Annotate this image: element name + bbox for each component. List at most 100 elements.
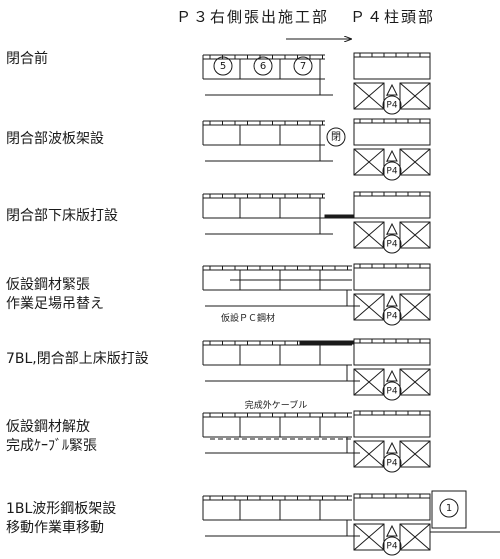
circle-outline (253, 56, 273, 76)
brace (353, 82, 385, 110)
form-traveller-right (399, 221, 431, 249)
closure-bottom-slab (324, 214, 354, 219)
form-traveller-left (353, 221, 385, 249)
bearing-triangle (386, 83, 398, 96)
work-platform (319, 218, 333, 235)
circle-outline (326, 127, 346, 147)
step-diagram-1: P4 5 6 7 (202, 52, 431, 115)
pier-p4-label: P4 (382, 95, 402, 115)
bearing-triangle (386, 441, 398, 454)
form-traveller-right (399, 148, 431, 176)
circle-label: P4 (386, 167, 397, 177)
circle-outline (382, 234, 402, 254)
bearing-triangle (386, 294, 398, 307)
pier-head-girder (353, 118, 431, 146)
bearing-triangle (386, 222, 398, 235)
brace (399, 523, 431, 551)
brace (399, 148, 431, 176)
form-traveller-left (353, 293, 385, 321)
form-traveller-left (353, 368, 385, 396)
brace (399, 368, 431, 396)
circle-outline (213, 56, 233, 76)
circle-outline (293, 56, 313, 76)
form-traveller-right (399, 368, 431, 396)
circle-label: P4 (386, 387, 397, 397)
header-p4-pier-head: Ｐ４柱頭部 (350, 8, 436, 26)
step-diagram-2: P4 閉 (202, 118, 431, 181)
step-label-4: 仮設鋼材緊張 作業足場吊替え (6, 277, 104, 312)
segment-number-6: 6 (253, 56, 273, 76)
external-cable-note: 完成外ケーブル (245, 399, 307, 411)
circle-outline (382, 381, 402, 401)
pier-p4-label: P4 (382, 306, 402, 326)
circle-label: P4 (386, 101, 397, 111)
bearing-triangle (386, 524, 398, 537)
segment-number-1: 1 (439, 498, 459, 518)
circle-outline (382, 536, 402, 556)
form-traveller-right (399, 293, 431, 321)
brace (353, 221, 385, 249)
brace (353, 368, 385, 396)
circle-label: 閉 (331, 131, 341, 143)
work-platform (319, 145, 333, 162)
circle-label: P4 (386, 312, 397, 322)
circle-label: P4 (386, 240, 397, 250)
step-diagram-4: P4 仮設ＰＣ鋼材 (202, 263, 431, 326)
work-platform (319, 79, 333, 96)
pier-p4-label: P4 (382, 453, 402, 473)
pier-head-girder (353, 52, 431, 80)
step-label-5: 7BL,閉合部上床版打設 (6, 351, 149, 367)
circle-outline (382, 95, 402, 115)
pier-p4-label: P4 (382, 381, 402, 401)
closure-top-slab (299, 340, 354, 345)
circle-label: 1 (446, 503, 452, 514)
brace (353, 440, 385, 468)
pier-p4-label: P4 (382, 536, 402, 556)
brace (399, 440, 431, 468)
form-traveller-left (353, 523, 385, 551)
header-p3-cantilever: Ｐ３右側張出施工部 (176, 8, 330, 26)
form-traveller-left (353, 148, 385, 176)
step-label-7: 1BL波形鋼板架設 移動作業車移動 (6, 501, 117, 536)
mobile-work-vehicle (431, 490, 467, 529)
circle-outline (382, 306, 402, 326)
step-diagram-6: P4 完成外ケーブル (202, 399, 431, 473)
brace (353, 523, 385, 551)
step-label-3: 閉合部下床版打設 (6, 208, 118, 224)
pier-head-girder (353, 493, 431, 521)
circle-label: P4 (386, 459, 397, 469)
form-traveller-right (399, 440, 431, 468)
pier-head-girder (353, 263, 431, 291)
brace (399, 82, 431, 110)
circle-outline (382, 161, 402, 181)
pier-p4-label: P4 (382, 161, 402, 181)
pier-head-girder (353, 338, 431, 366)
step-label-1: 閉合前 (6, 51, 48, 67)
circle-label: P4 (386, 542, 397, 552)
pier-head-girder (353, 191, 431, 219)
step-diagram-3: P4 (202, 191, 431, 254)
form-traveller-right (399, 82, 431, 110)
circle-label: 5 (220, 61, 226, 72)
circle-outline (439, 498, 459, 518)
bearing-triangle (386, 369, 398, 382)
form-traveller-right (399, 523, 431, 551)
segment-number-5: 5 (213, 56, 233, 76)
closure-tag: 閉 (326, 127, 346, 147)
step-label-6: 仮設鋼材解放 完成ｹｰﾌﾞﾙ緊張 (6, 419, 97, 454)
form-traveller-left (353, 82, 385, 110)
segment-number-7: 7 (293, 56, 313, 76)
pier-p4-label: P4 (382, 234, 402, 254)
bearing-triangle (386, 149, 398, 162)
brace (353, 148, 385, 176)
form-traveller-left (353, 440, 385, 468)
temporary-pc-steel-note: 仮設ＰＣ鋼材 (221, 312, 275, 324)
circle-outline (382, 453, 402, 473)
step-diagram-7: P4 1 (202, 490, 500, 556)
brace (399, 221, 431, 249)
brace (399, 293, 431, 321)
circle-label: 6 (260, 61, 266, 72)
pier-head-girder (353, 410, 431, 438)
brace (353, 293, 385, 321)
